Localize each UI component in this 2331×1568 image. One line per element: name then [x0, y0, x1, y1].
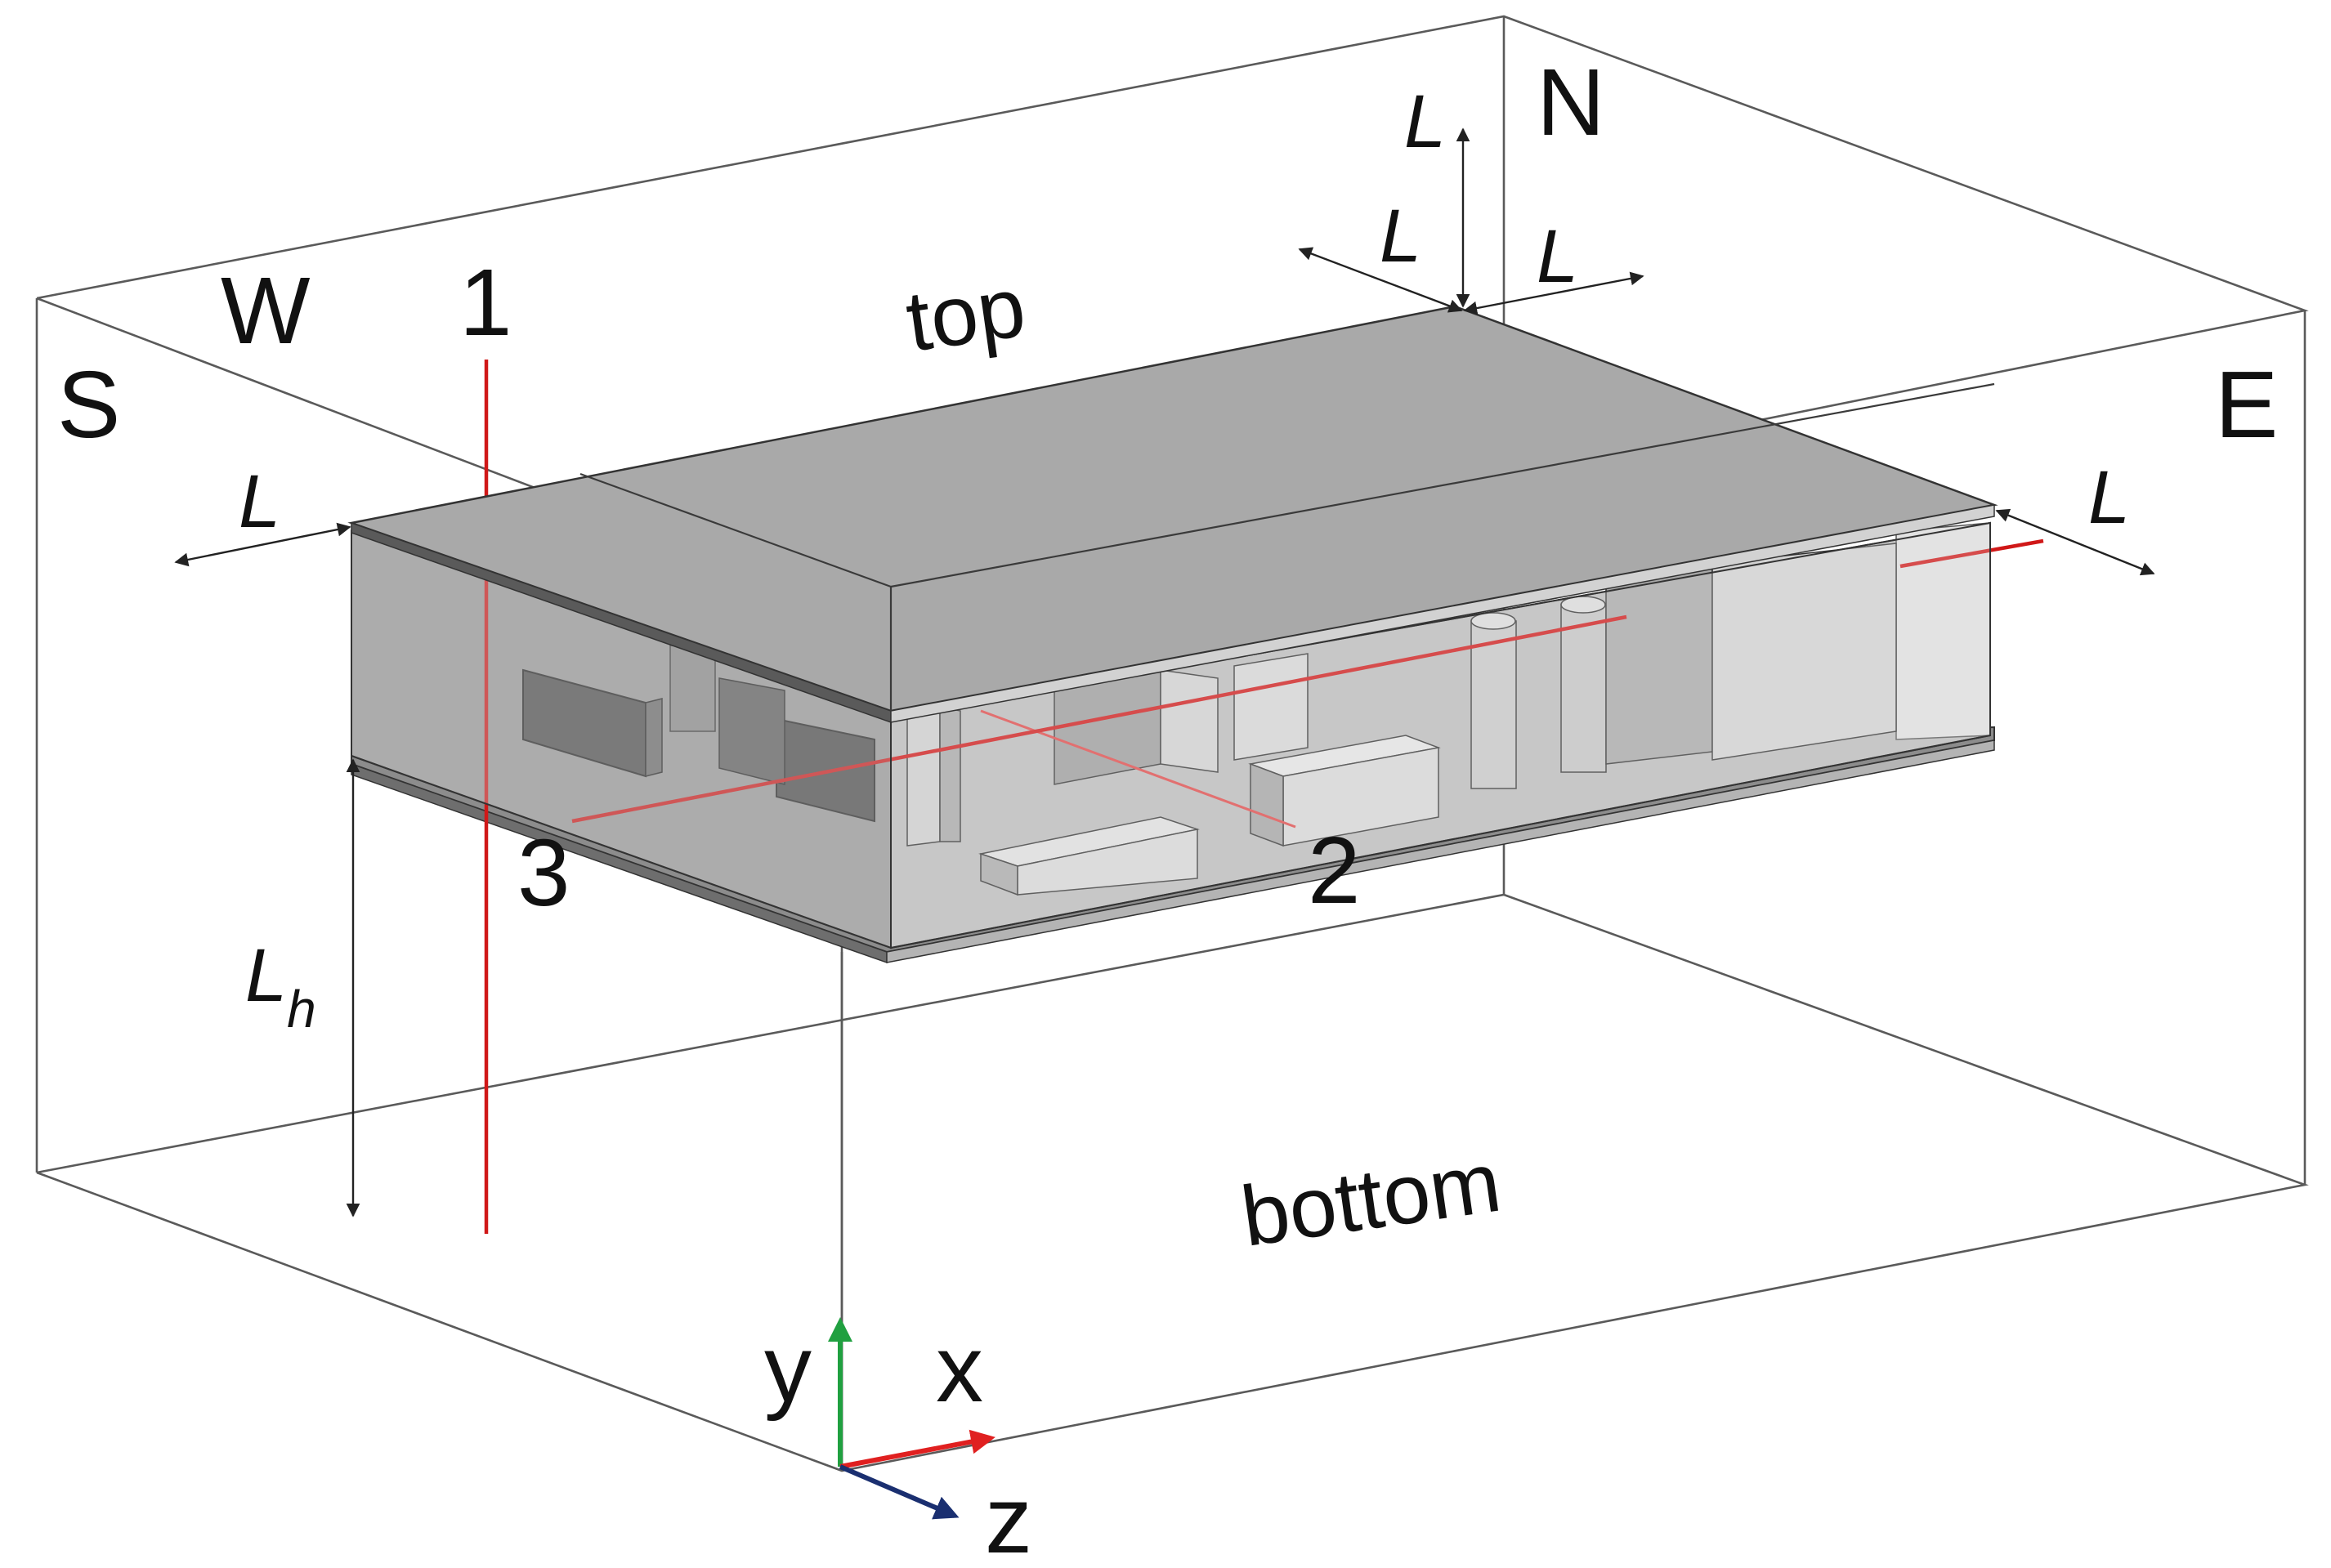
- face-label-south: S: [57, 351, 120, 458]
- axis-label-y: y: [764, 1316, 812, 1422]
- dim-label-north-right: L: [1537, 215, 1578, 298]
- probe-label-1: 1: [459, 249, 512, 355]
- axis-label-x: x: [936, 1316, 983, 1422]
- dim-label-north-left: L: [1380, 194, 1421, 278]
- dim-label-height: Lh: [245, 934, 316, 1039]
- face-label-west: W: [221, 257, 311, 364]
- west-gap-arrow: [174, 522, 351, 567]
- dimension-arrows: [174, 127, 2155, 1217]
- enclosure-roof: [347, 305, 1998, 724]
- probe-label-2: 2: [1308, 817, 1361, 923]
- probe-line-3: [571, 614, 1627, 824]
- dim-label-height-subscript: h: [287, 980, 316, 1039]
- electronic-components: [522, 543, 1897, 896]
- dim-label-north-vertical: L: [1404, 80, 1446, 163]
- face-label-top: top: [901, 260, 1031, 370]
- face-label-bottom: bottom: [1236, 1135, 1506, 1265]
- dim-label-west-gap: L: [239, 460, 280, 543]
- probe-labels: 1 2 3: [459, 249, 1361, 926]
- enclosure-front-walls: [351, 521, 1991, 949]
- east-gap-arrow: [1995, 508, 2155, 576]
- dim-label-east-gap: L: [2088, 456, 2130, 539]
- axis-label-z: z: [985, 1467, 1032, 1568]
- face-label-north: N: [1537, 49, 1605, 155]
- north-left-arrow: [1298, 247, 1463, 313]
- face-label-east: E: [2215, 351, 2278, 458]
- north-right-arrow: [1463, 271, 1644, 315]
- z-axis-arrow: [839, 1464, 960, 1520]
- coordinate-axes: y x z: [764, 1316, 1032, 1568]
- probe-label-3: 3: [517, 820, 570, 926]
- x-axis-arrow: [839, 1429, 995, 1469]
- dimension-labels: L L L L L Lh: [239, 80, 2130, 1039]
